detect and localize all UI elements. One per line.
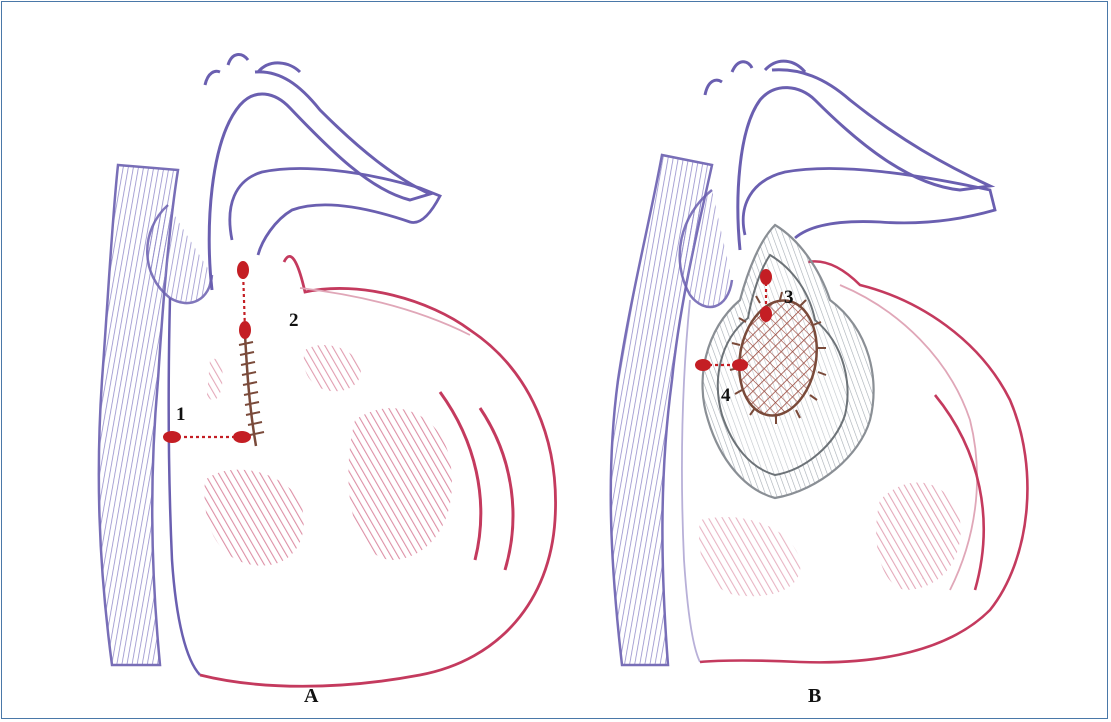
marker-4-label: 4 <box>721 385 731 406</box>
marker-1-label: 1 <box>176 404 186 425</box>
panel-b-heart: 3 4 <box>611 61 1028 665</box>
shading-b-1 <box>699 517 800 596</box>
measure-line-1 <box>163 431 251 443</box>
heart-outline-b-left <box>682 300 700 662</box>
heart-outline-a-left <box>169 298 200 675</box>
suture-line-a <box>239 335 264 446</box>
pulmonary-artery-b <box>743 168 995 238</box>
shading-a-1 <box>204 470 303 566</box>
aortic-branches-b <box>705 61 805 95</box>
shading-a-3 <box>304 345 361 391</box>
panel-a-label: A <box>304 685 319 707</box>
panel-a-heart: 1 2 <box>99 55 556 687</box>
panel-b-label: B <box>808 685 821 707</box>
ventricle-stroke-a-2 <box>480 408 513 570</box>
marker-2-label: 2 <box>289 310 299 331</box>
heart-inner-line-a <box>300 288 470 335</box>
shading-a-4 <box>207 359 223 400</box>
marker-3-label: 3 <box>784 287 794 308</box>
measure-line-2 <box>237 261 251 339</box>
aorta-b <box>738 70 990 250</box>
shading-b-2 <box>876 483 960 590</box>
shading-a-2 <box>348 408 452 560</box>
